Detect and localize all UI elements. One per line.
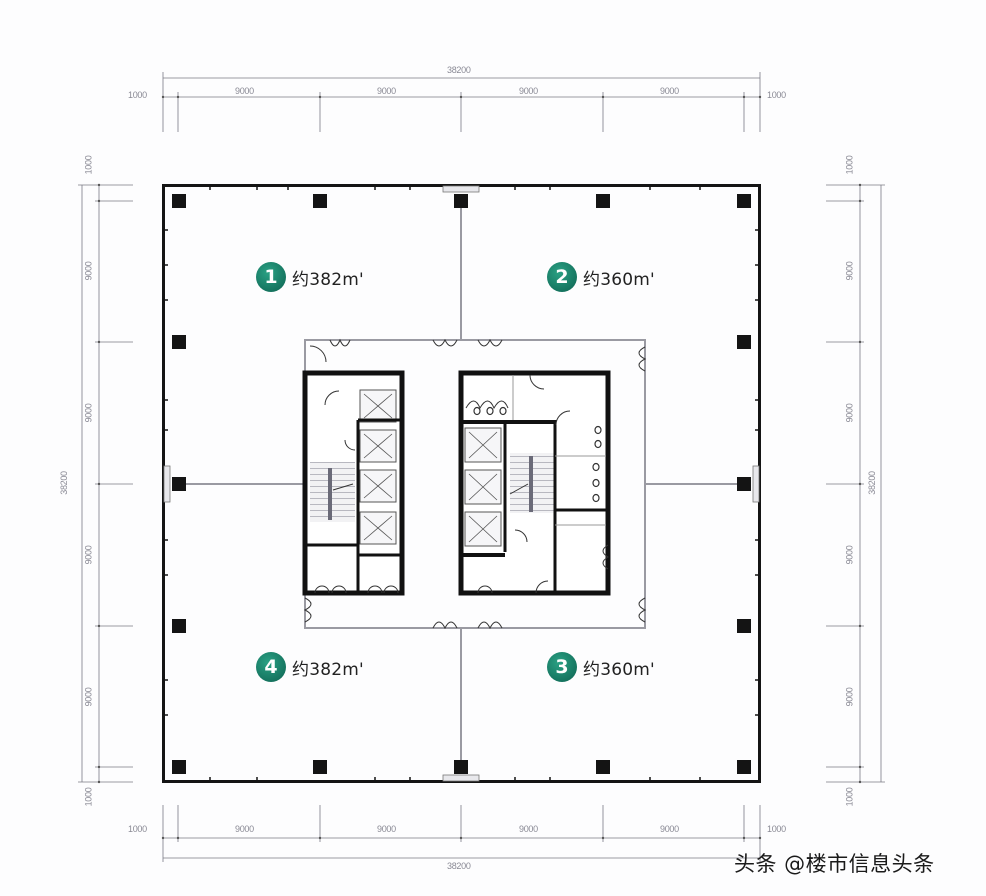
watermark-text: 头条 @楼市信息头条 bbox=[734, 852, 935, 876]
dim-top-seg-2: 9000 bbox=[377, 86, 396, 96]
unit-area: 约360m' bbox=[583, 269, 655, 290]
unit-number-badge: 1 bbox=[256, 262, 286, 292]
dim-left-total: 38200 bbox=[58, 471, 69, 495]
dim-bottom-seg-4: 9000 bbox=[660, 824, 679, 834]
unit-area: 约382m' bbox=[292, 269, 364, 290]
unit-area: 约360m' bbox=[583, 659, 655, 680]
dim-right-seg-0: 1000 bbox=[844, 155, 855, 175]
unit-area: 约382m' bbox=[292, 659, 364, 680]
dim-top-seg-4: 9000 bbox=[660, 86, 679, 96]
dimension-lines bbox=[78, 72, 885, 862]
dim-right-seg-1: 9000 bbox=[844, 261, 855, 281]
dim-right-seg-4: 9000 bbox=[844, 687, 855, 707]
dim-top-seg-1: 9000 bbox=[235, 86, 254, 96]
dim-top-seg-3: 9000 bbox=[519, 86, 538, 96]
core-left bbox=[302, 370, 405, 596]
dim-left-seg-2: 9000 bbox=[83, 403, 94, 423]
dim-right-seg-5: 1000 bbox=[844, 787, 855, 807]
structural-columns bbox=[172, 194, 751, 774]
dim-left-seg-3: 9000 bbox=[83, 545, 94, 565]
dim-right-seg-2: 9000 bbox=[844, 403, 855, 423]
dim-left-seg-1: 9000 bbox=[83, 261, 94, 281]
dim-top-total: 38200 bbox=[447, 65, 471, 75]
core-right bbox=[458, 370, 611, 596]
unit-number-badge: 3 bbox=[547, 652, 577, 682]
unit-3-label: 3 约360m' bbox=[547, 652, 655, 682]
dimension-ticks bbox=[97, 95, 862, 840]
unit-number-badge: 2 bbox=[547, 262, 577, 292]
dim-bottom-seg-1: 9000 bbox=[235, 824, 254, 834]
dim-bottom-seg-2: 9000 bbox=[377, 824, 396, 834]
dim-left-seg-4: 9000 bbox=[83, 687, 94, 707]
dim-top-seg-5: 1000 bbox=[767, 90, 786, 100]
dim-bottom-seg-3: 9000 bbox=[519, 824, 538, 834]
unit-1-label: 1 约382m' bbox=[256, 262, 364, 292]
dim-left-seg-0: 1000 bbox=[83, 155, 94, 175]
unit-4-label: 4 约382m' bbox=[256, 652, 364, 682]
dim-left-seg-5: 1000 bbox=[83, 787, 94, 807]
dim-bottom-seg-5: 1000 bbox=[767, 824, 786, 834]
dim-bottom-total: 38200 bbox=[447, 861, 471, 871]
dim-bottom-seg-0: 1000 bbox=[128, 824, 147, 834]
unit-2-label: 2 约360m' bbox=[547, 262, 655, 292]
dim-right-seg-3: 9000 bbox=[844, 545, 855, 565]
unit-number-badge: 4 bbox=[256, 652, 286, 682]
dim-right-total: 38200 bbox=[866, 471, 877, 495]
dim-top-seg-0: 1000 bbox=[128, 90, 147, 100]
